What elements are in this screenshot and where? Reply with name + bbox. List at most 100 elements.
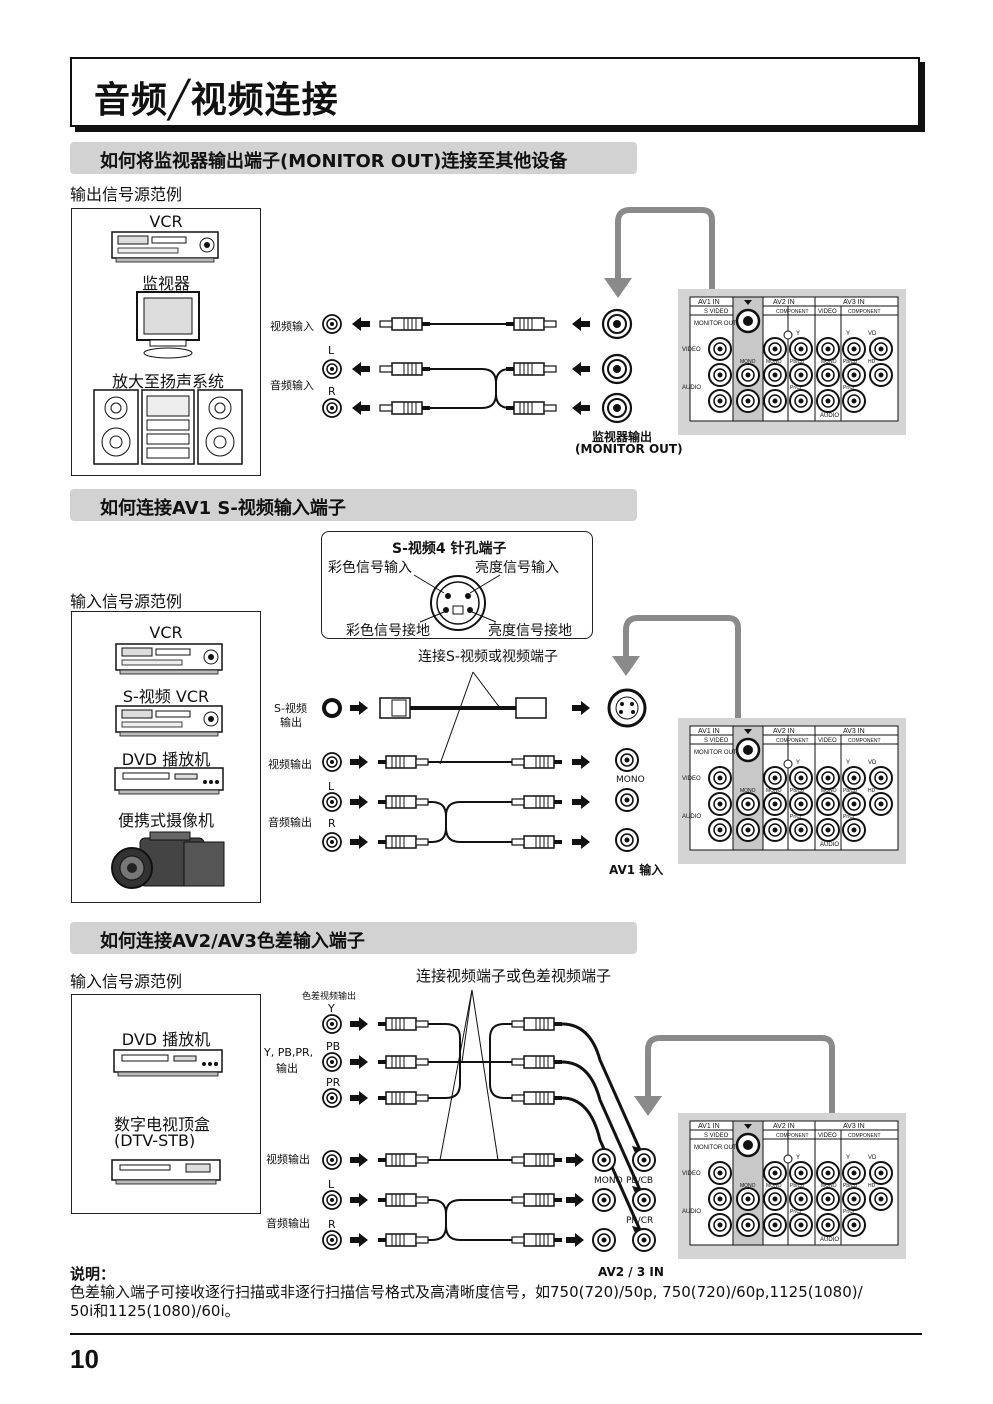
left-channel-label: L [328,780,335,793]
panel-av2-label: AV2 IN [773,728,795,735]
device-label-vcr: VCR [149,212,183,231]
panel-mono-label: MONO [740,359,756,365]
pbcb-label: PB/CB [626,1176,654,1186]
device-label-camcorder: 便携式摄像机 [117,811,214,830]
audio-out-label: 音频输出 [266,1217,310,1230]
vcr-icon [115,643,223,675]
s-video-pin-diagram [413,574,501,631]
panel-pbcb-label: Pb/Cb [843,359,857,365]
camcorder-icon [111,831,225,889]
dtv-stb-icon [111,1159,221,1185]
svideo-out-label-2: 输出 [280,716,302,729]
panel-vd-label: VD [868,331,877,337]
panel-pbcb-label: Pb/Cb [790,1183,804,1189]
panel-audio-label: AUDIO [820,413,839,419]
panel-pbcb-label: Pb/Cb [790,359,804,365]
av1-in-label: AV1 输入 [609,863,664,877]
panel-component-label: COMPONENT [776,1133,809,1139]
sec3-video-cable [322,1148,656,1172]
device-label-vcr: VCR [149,623,183,642]
luma-gnd-label: 亮度信号接地 [488,623,572,639]
panel-vd-label: VD [868,1155,877,1161]
sec1-audio-cable [322,353,633,424]
av23-in-label: AV2 / 3 IN [598,1265,664,1279]
panel-prcr-label: Pr/Cr [843,385,855,391]
page-title-box: 音频╱视频连接 [70,57,920,127]
panel-mono-label: MONO [766,788,782,794]
panel-audio-label: AUDIO [682,1209,701,1215]
mono-label: MONO [616,775,645,785]
device-label-svideo-vcr: S-视频 VCR [122,687,210,706]
panel-component-label: COMPONENT [776,309,809,315]
connect-component-note: 连接视频端子或色差视频端子 [416,967,612,985]
panel-component-label: COMPONENT [848,309,881,315]
source-label: 输出信号源范例 [70,185,183,204]
notes-line-2: 50i和1125(1080)/60i。 [70,1302,240,1320]
panel-video-label: VIDEO [818,1133,837,1139]
panel-pbcb-label: Pb/Cb [843,788,857,794]
audio-out-label: 音频输出 [268,816,312,829]
section-header-av1: 如何连接AV1 S-视频输入端子 [70,489,637,521]
panel-y-label: Y [846,331,850,337]
panel-svideo-label: S VIDEO [704,1133,729,1139]
right-channel-label: R [328,385,336,398]
panel-audio-label: AUDIO [682,385,701,391]
panel-av3-label: AV3 IN [843,299,865,306]
dvd-player-icon [114,767,224,795]
left-channel-label: L [328,344,335,357]
panel-component-label: COMPONENT [848,738,881,744]
connect-svideo-note: 连接S-视频或视频端子 [418,649,558,665]
ypbpr-out-label: Y, PB,PR, [264,1046,314,1059]
component-out-label: 色差视频输出 [302,992,357,1002]
panel-mono-label: MONO [821,788,837,794]
panel-component-label: COMPONENT [848,1133,881,1139]
panel-svideo-label: S VIDEO [704,738,729,744]
sec3-audio-cable [322,1188,656,1252]
panel-audio-label: AUDIO [820,842,839,848]
panel-y-label: Y [796,1155,800,1161]
pr-label: PR [326,1076,341,1089]
chroma-in-label: 彩色信号输入 [328,560,412,576]
s-video-pin-title: S-视频4 针孔端子 [392,541,507,557]
left-channel-label: L [328,1178,335,1191]
panel-y-label: Y [846,760,850,766]
svideo-out-label: S-视频 [274,702,307,715]
panel-hd-label: HD [868,359,876,365]
sec2-video-cable [322,748,639,772]
panel-audio-label: AUDIO [820,1237,839,1243]
panel-av2-label: AV2 IN [773,1123,795,1130]
panel-pbcb-label: Pb/Cb [843,1183,857,1189]
panel-hd-label: HD [868,1183,876,1189]
s-video-vcr-icon [115,705,223,737]
panel-av2-label: AV2 IN [773,299,795,306]
video-in-label: 视频输入 [270,320,314,333]
section-title: 如何连接AV1 S-视频输入端子 [100,498,346,519]
dvd-player-icon [113,1049,223,1077]
sec2-svideo-cable [322,688,647,728]
right-channel-label: R [328,1218,336,1231]
panel-av3-label: AV3 IN [843,728,865,735]
device-label-dvd: DVD 播放机 [121,1030,211,1049]
panel-mono-label: MONO [821,1183,837,1189]
sec1-video-cable [322,308,633,340]
panel-video-label: VIDEO [682,1171,701,1177]
section-header-monitor-out: 如何将监视器输出端子(MONITOR OUT)连接至其他设备 [70,142,637,174]
panel-prcr-label: Pr/Cr [843,1209,855,1215]
panel-video-label: VIDEO [682,347,701,353]
page-title: 音频╱视频连接 [94,80,339,121]
prcr-label: PR/CR [626,1216,654,1226]
panel-y-label: Y [846,1155,850,1161]
panel-av1-label: AV1 IN [698,728,720,735]
right-channel-label: R [328,817,336,830]
panel-prcr-label: Pr/Cr [843,814,855,820]
panel-prcr-label: Pr/Cr [790,814,802,820]
panel-y-label: Y [796,331,800,337]
source-label: 输入信号源范例 [70,972,183,991]
panel-monitor-out-label: MONITOR OUT [694,1145,737,1151]
panel-audio-label: AUDIO [682,814,701,820]
panel-prcr-label: Pr/Cr [790,1209,802,1215]
panel-video-label: VIDEO [818,738,837,744]
panel-pbcb-label: Pb/Cb [790,788,804,794]
